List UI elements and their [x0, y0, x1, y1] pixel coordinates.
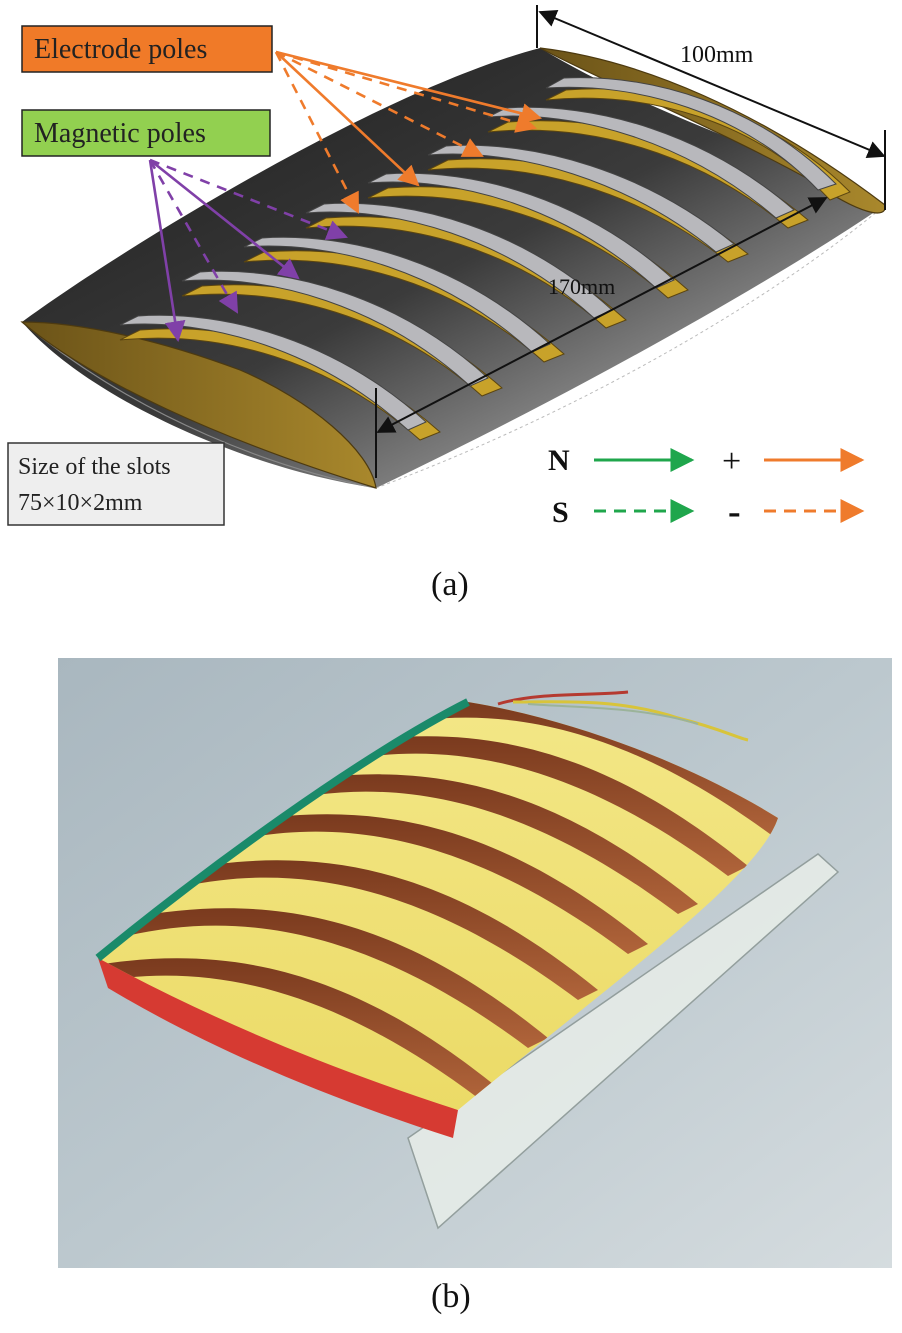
dimension-lines — [375, 5, 886, 478]
legend-minus-label: - — [728, 491, 741, 533]
legend-plus-label: + — [722, 443, 741, 480]
electrode-poles-label: Electrode poles — [34, 34, 207, 65]
magnetic-poles-box — [21, 109, 271, 157]
electrode-pole-arrows — [274, 50, 543, 214]
length-dimension-label: 170mm — [548, 274, 615, 299]
electrode-poles-box — [21, 25, 273, 73]
magnetic-pole-arrows — [148, 158, 348, 343]
slot-size-box — [7, 442, 225, 526]
wing-diagram: 100mm 170mm Electrode poles Magnetic pol… — [7, 5, 886, 533]
legend: N + S - — [548, 443, 865, 533]
slot-size-line2: 75×10×2mm — [18, 490, 143, 516]
legend-n-label: N — [548, 444, 570, 477]
slot-size-line1: Size of the slots — [18, 454, 171, 480]
magnetic-poles-label: Magnetic poles — [34, 118, 206, 149]
panel-a-caption: (a) — [431, 566, 469, 603]
panel-b-caption: (b) — [431, 1278, 471, 1315]
wires — [497, 690, 749, 742]
width-dimension-label: 100mm — [680, 42, 754, 68]
prototype-photo — [58, 658, 892, 1268]
legend-s-label: S — [552, 496, 569, 529]
wing-green-edge — [95, 698, 470, 962]
